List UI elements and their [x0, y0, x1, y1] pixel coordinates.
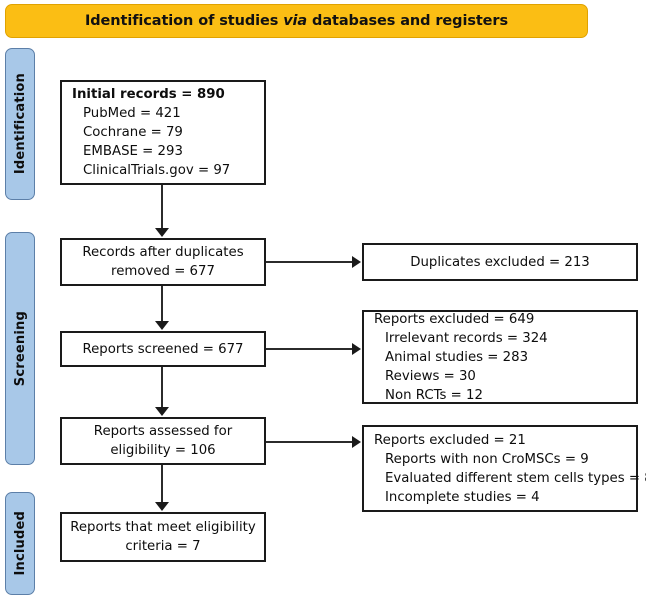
arrow-head-reports-excluded-eligibility	[352, 436, 361, 448]
arrow-head-screened-to-assessed	[155, 407, 169, 416]
header-title-italic-via: via	[283, 13, 308, 29]
box-reports-excluded-screening-item-irrelevant: Irrelevant records = 324	[385, 330, 548, 346]
connector-line-reports-excluded-eligibility	[266, 441, 354, 443]
box-reports-assessed-line-2: eligibility = 106	[110, 443, 216, 458]
connector-line-initial-to-duplicates	[161, 185, 163, 230]
stage-label-included-text: Included	[12, 511, 28, 576]
box-reports-excluded-eligibility-item-stemcells: Evaluated different stem cells types = 8	[385, 470, 646, 486]
box-duplicates-excluded-line-1: Duplicates excluded = 213	[410, 254, 590, 270]
connector-line-assessed-to-included	[161, 465, 163, 504]
arrow-head-assessed-to-included	[155, 502, 169, 511]
box-reports-meeting-eligibility-criteria: Reports that meet eligibility criteria =…	[60, 512, 266, 562]
header-title-part-2: databases and registers	[307, 13, 508, 29]
box-reports-excluded-screening: Reports excluded = 649 Irrelevant record…	[362, 310, 638, 404]
box-reports-excluded-eligibility-item-incomplete: Incomplete studies = 4	[385, 489, 540, 505]
box-reports-screened: Reports screened = 677	[60, 331, 266, 367]
connector-line-reports-excluded-screening	[266, 348, 354, 350]
box-initial-records-item-embase: EMBASE = 293	[83, 144, 183, 159]
stage-label-identification: Identification	[5, 48, 35, 200]
stage-label-included: Included	[5, 492, 35, 595]
box-records-after-duplicates-removed: Records after duplicates removed = 677	[60, 238, 266, 286]
box-initial-records-item-cochrane: Cochrane = 79	[83, 125, 183, 140]
header-title: Identification of studies via databases …	[85, 13, 508, 29]
box-initial-records-item-clinicaltrials: ClinicalTrials.gov = 97	[83, 163, 231, 178]
box-reports-screened-line-1: Reports screened = 677	[82, 341, 244, 357]
box-included-final-line-2: criteria = 7	[125, 539, 201, 554]
header-title-part-1: Identification of studies	[84, 13, 284, 29]
box-reports-excluded-eligibility: Reports excluded = 21 Reports with non C…	[362, 425, 646, 512]
box-reports-excluded-eligibility-item-cromscs: Reports with non CroMSCs = 9	[385, 451, 589, 467]
box-initial-records-title: Initial records = 890	[72, 87, 225, 102]
stage-label-identification-text: Identification	[12, 73, 28, 175]
arrow-head-duplicates-to-screened	[155, 321, 169, 330]
diagram-header-banner: Identification of studies via databases …	[5, 4, 588, 38]
box-reports-excluded-screening-title: Reports excluded = 649	[374, 311, 535, 327]
box-reports-assessed-for-eligibility: Reports assessed for eligibility = 106	[60, 417, 266, 465]
box-records-after-duplicates-line-2: removed = 677	[111, 264, 215, 279]
box-included-final-line-1: Reports that meet eligibility	[70, 520, 256, 535]
stage-label-screening-text: Screening	[12, 310, 28, 387]
box-reports-excluded-eligibility-title: Reports excluded = 21	[374, 432, 526, 448]
connector-line-screened-to-assessed	[161, 367, 163, 409]
box-reports-excluded-screening-item-nonrcts: Non RCTs = 12	[385, 387, 483, 403]
stage-label-screening: Screening	[5, 232, 35, 465]
box-reports-assessed-line-1: Reports assessed for	[93, 424, 233, 439]
box-initial-records: Initial records = 890 PubMed = 421 Cochr…	[60, 80, 266, 185]
arrow-head-duplicates-excluded	[352, 256, 361, 268]
connector-line-duplicates-to-screened	[161, 286, 163, 323]
box-initial-records-item-pubmed: PubMed = 421	[83, 106, 181, 121]
box-duplicates-excluded: Duplicates excluded = 213	[362, 243, 638, 281]
box-records-after-duplicates-line-1: Records after duplicates	[82, 245, 244, 260]
box-reports-excluded-screening-item-animal: Animal studies = 283	[385, 349, 529, 365]
arrow-head-initial-to-duplicates	[155, 228, 169, 237]
connector-line-duplicates-excluded	[266, 261, 354, 263]
box-reports-excluded-screening-item-reviews: Reviews = 30	[385, 368, 476, 384]
arrow-head-reports-excluded-screening	[352, 343, 361, 355]
